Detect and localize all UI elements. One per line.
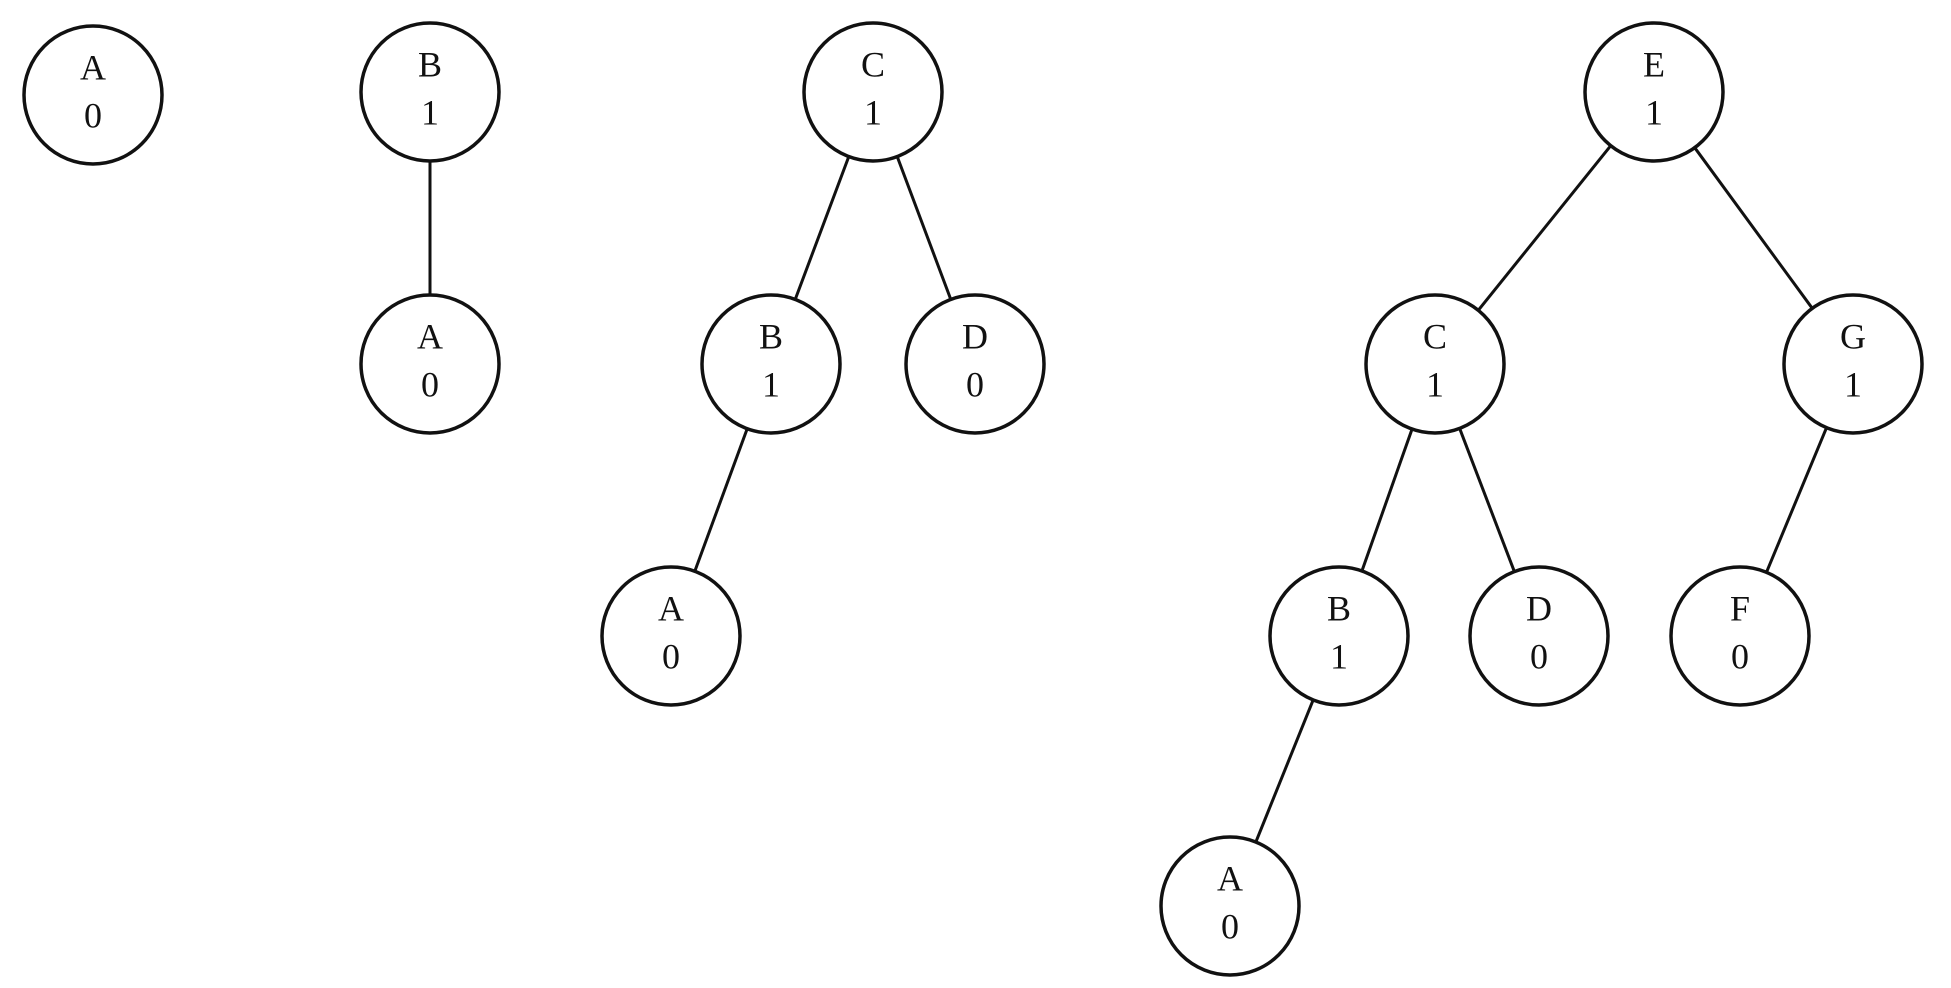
tree-node-t3-d: D0 <box>904 293 1046 435</box>
tree-node-t3-c: C1 <box>802 21 944 163</box>
node-circle <box>904 293 1046 435</box>
node-value: 1 <box>421 92 439 132</box>
node-value: 0 <box>1731 636 1749 676</box>
node-value: 1 <box>1426 364 1444 404</box>
tree-node-t2-b: B1 <box>359 21 501 163</box>
node-value: 1 <box>1330 636 1348 676</box>
edge-t4-e-to-t4-c <box>1477 144 1612 312</box>
node-label: A <box>417 316 443 356</box>
node-circle <box>802 21 944 163</box>
edges-layer <box>428 144 1828 843</box>
edge-t4-e-to-t4-g <box>1693 146 1814 310</box>
node-circle <box>1583 21 1725 163</box>
node-label: A <box>1217 858 1243 898</box>
node-circle <box>700 293 842 435</box>
tree-node-t1-a: A0 <box>22 24 164 166</box>
node-value: 0 <box>421 364 439 404</box>
tree-node-t4-f: F0 <box>1669 565 1811 707</box>
edge-t4-c-to-t4-b <box>1360 428 1414 572</box>
tree-node-t4-c: C1 <box>1364 293 1506 435</box>
edge-t4-c-to-t4-d <box>1458 427 1516 573</box>
node-label: B <box>1327 588 1351 628</box>
node-value: 1 <box>1844 364 1862 404</box>
tree-node-t3-b: B1 <box>700 293 842 435</box>
node-value: 0 <box>1530 636 1548 676</box>
tree-node-t4-a: A0 <box>1159 835 1301 977</box>
tree-node-t4-d: D0 <box>1468 565 1610 707</box>
node-label: D <box>962 316 988 356</box>
node-circle <box>359 21 501 163</box>
node-value: 0 <box>662 636 680 676</box>
edge-t4-b-to-t4-a <box>1254 699 1315 843</box>
node-label: B <box>759 316 783 356</box>
node-circle <box>1364 293 1506 435</box>
node-label: D <box>1526 588 1552 628</box>
node-circle <box>1468 565 1610 707</box>
tree-node-t4-e: E1 <box>1583 21 1725 163</box>
edge-t4-g-to-t4-f <box>1765 427 1828 573</box>
node-circle <box>600 565 742 707</box>
node-value: 0 <box>84 95 102 135</box>
node-value: 0 <box>966 364 984 404</box>
tree-node-t4-g: G1 <box>1782 293 1924 435</box>
node-label: C <box>861 44 885 84</box>
node-value: 1 <box>1645 92 1663 132</box>
node-circle <box>22 24 164 166</box>
node-circle <box>1782 293 1924 435</box>
edge-t3-c-to-t3-d <box>895 156 953 300</box>
node-label: G <box>1840 316 1866 356</box>
node-value: 1 <box>864 92 882 132</box>
tree-node-t4-b: B1 <box>1268 565 1410 707</box>
node-label: C <box>1423 316 1447 356</box>
edge-t3-c-to-t3-b <box>793 156 851 300</box>
node-circle <box>1669 565 1811 707</box>
node-value: 1 <box>762 364 780 404</box>
node-circle <box>359 293 501 435</box>
node-label: E <box>1643 44 1665 84</box>
node-circle <box>1268 565 1410 707</box>
node-label: F <box>1730 588 1750 628</box>
edge-t3-b-to-t3-a <box>693 428 749 572</box>
node-value: 0 <box>1221 906 1239 946</box>
tree-node-t3-a: A0 <box>600 565 742 707</box>
node-label: A <box>80 47 106 87</box>
node-label: A <box>658 588 684 628</box>
node-circle <box>1159 835 1301 977</box>
node-label: B <box>418 44 442 84</box>
tree-node-t2-a: A0 <box>359 293 501 435</box>
